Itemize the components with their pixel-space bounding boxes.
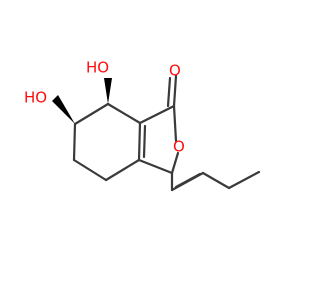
- bond-chain-c3-c4: [227, 170, 261, 190]
- bond-c1-o-ring: [172, 104, 178, 143]
- bond-c4-c5: [72, 158, 108, 182]
- bond-chain-c1-c2-double: [174, 172, 202, 189]
- wedge-bond-c6-oh: [52, 95, 75, 124]
- carbonyl-oxygen-label: O: [169, 62, 181, 80]
- bond-c6-c7: [73, 102, 110, 126]
- bond-c5-c6: [72, 122, 77, 162]
- bond-c1-o-carbonyl-double: [166, 76, 172, 108]
- bond-o-ring-c3: [170, 151, 180, 175]
- bond-c3a-c4: [104, 158, 141, 182]
- hydroxyl-left-label: HO: [24, 89, 47, 107]
- bond-c1-o-carbonyl: [172, 74, 178, 108]
- bond-c7a-c3a-double: [142, 124, 147, 159]
- molecule-structure-diagram: HO HO O O: [24, 59, 261, 192]
- ring-oxygen-label: O: [173, 138, 185, 156]
- bond-c7a-c3a: [137, 121, 142, 162]
- wedge-bond-c7-oh: [104, 78, 112, 104]
- bond-chain-c2-c3: [201, 171, 231, 190]
- hydroxyl-upper-label: HO: [86, 59, 109, 77]
- bond-c3-c3a: [137, 158, 174, 175]
- bond-c7a-c1: [138, 104, 176, 125]
- bond-c7-c7a: [106, 102, 142, 125]
